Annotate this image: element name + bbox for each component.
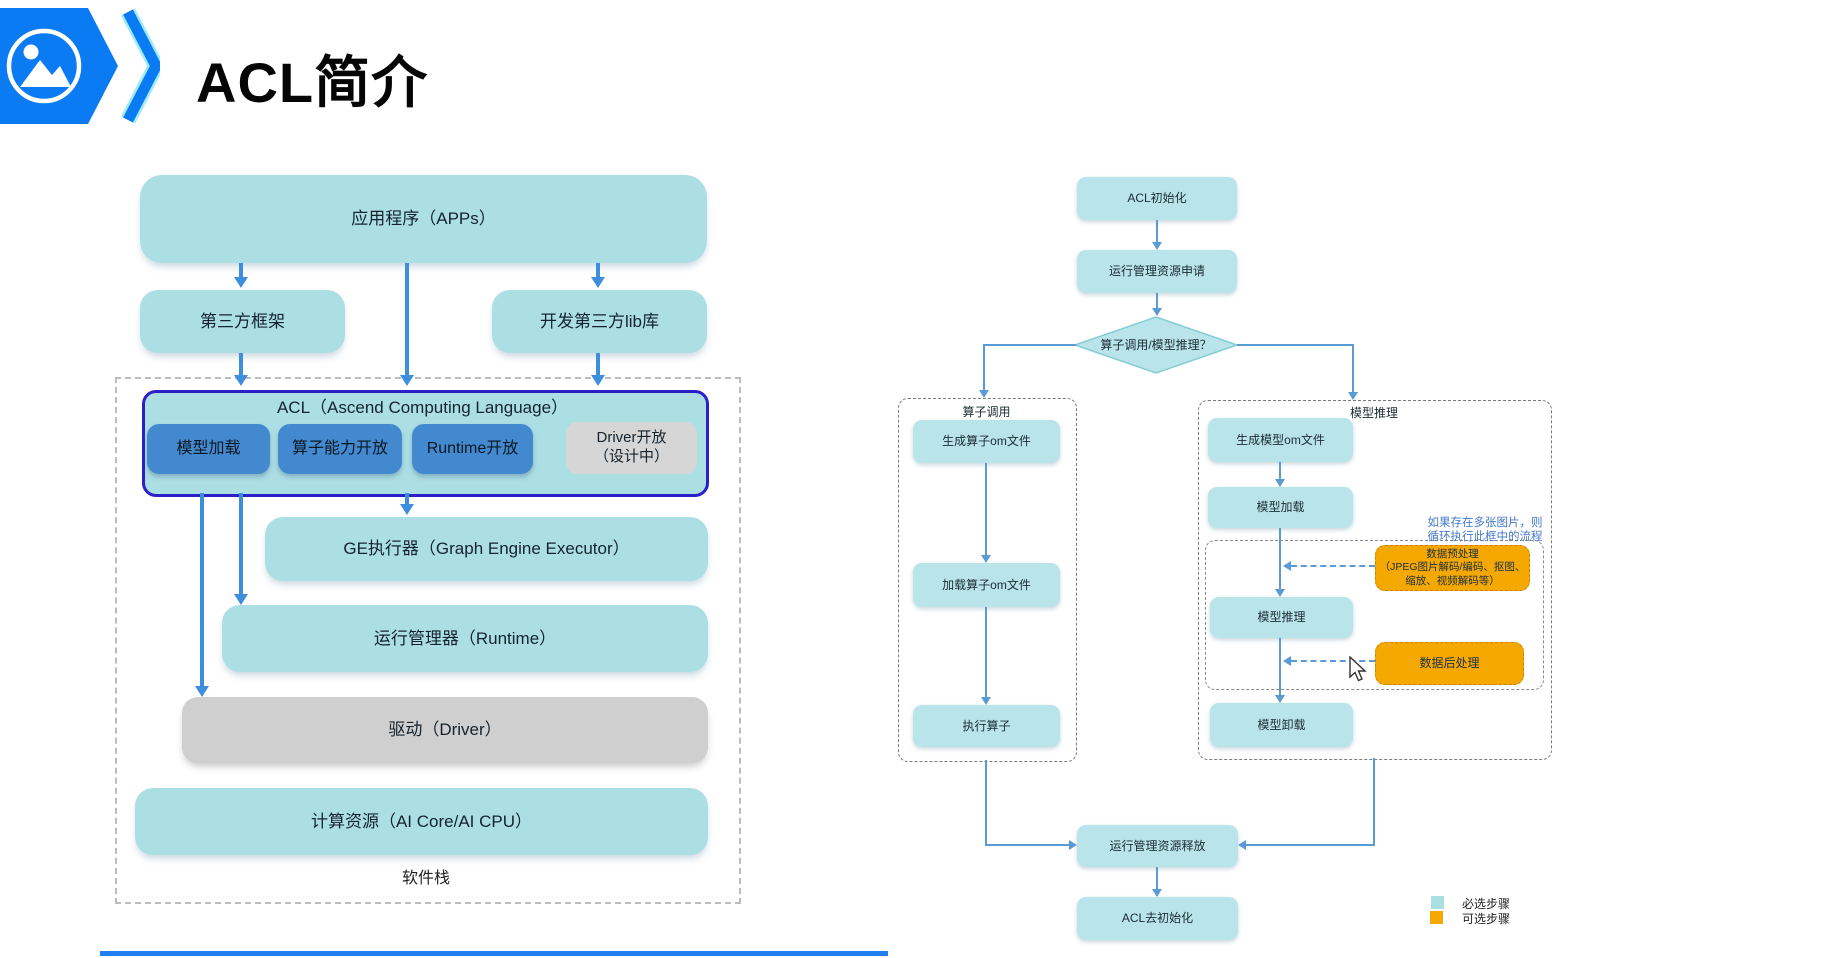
connector-decision-left-h bbox=[984, 344, 1076, 346]
acl-child-operator-open: 算子能力开放 bbox=[278, 424, 402, 474]
driver-open-line2: （设计中） bbox=[593, 448, 669, 465]
gen-op-om-box: 生成算子om文件 bbox=[913, 420, 1060, 463]
arrow-load-to-infer bbox=[1279, 528, 1281, 590]
loop-note-line2: 循环执行此框中的流程 bbox=[1427, 531, 1543, 544]
acl-child-runtime-open: Runtime开放 bbox=[412, 424, 533, 474]
resource-release-box: 运行管理资源释放 bbox=[1077, 825, 1238, 867]
loop-note-line1: 如果存在多张图片，则 bbox=[1427, 517, 1543, 529]
arrowhead bbox=[981, 555, 991, 563]
arrowhead bbox=[234, 375, 248, 386]
model-unload-box: 模型卸载 bbox=[1210, 703, 1353, 747]
dashed-arrow-preprocess bbox=[1291, 565, 1375, 567]
arrow-framework-to-acl bbox=[239, 353, 243, 376]
runtime-manager-box: 运行管理器（Runtime） bbox=[222, 605, 708, 672]
ge-executor-box: GE执行器（Graph Engine Executor） bbox=[265, 517, 708, 581]
exec-op-box: 执行算子 bbox=[913, 705, 1060, 747]
acl-child-driver-open: Driver开放 （设计中） bbox=[566, 422, 697, 474]
model-infer-box: 模型推理 bbox=[1210, 597, 1353, 638]
decision-diamond bbox=[1073, 316, 1239, 374]
operator-branch-label: 算子调用 bbox=[962, 405, 1011, 419]
data-postprocess-box: 数据后处理 bbox=[1375, 642, 1524, 685]
connector-modelbranch-bottom-h bbox=[1246, 844, 1374, 846]
arrow-apps-to-framework bbox=[239, 263, 243, 278]
arrowhead bbox=[591, 277, 605, 288]
model-branch-label: 模型推理 bbox=[1349, 406, 1398, 420]
arrowhead bbox=[1283, 656, 1291, 666]
arrow-apply-to-decision bbox=[1156, 293, 1158, 309]
compute-resource-box: 计算资源（AI Core/AI CPU） bbox=[135, 788, 708, 855]
arrowhead bbox=[400, 504, 414, 515]
arrow-init-to-apply bbox=[1156, 220, 1158, 243]
model-load-box: 模型加载 bbox=[1208, 487, 1353, 528]
acl-child-model-load: 模型加载 bbox=[147, 424, 270, 474]
connector-decision-left-v bbox=[983, 344, 985, 391]
arrow-genmodel-to-load bbox=[1279, 462, 1281, 480]
driver-box: 驱动（Driver） bbox=[182, 697, 708, 763]
connector-decision-right-v bbox=[1352, 344, 1354, 393]
arrowhead bbox=[195, 686, 209, 697]
arrow-acl-to-ge bbox=[405, 493, 409, 505]
third-party-lib-box: 开发第三方lib库 bbox=[492, 290, 707, 353]
gen-model-om-box: 生成模型om文件 bbox=[1208, 418, 1353, 462]
arrow-apps-to-lib bbox=[596, 263, 600, 278]
arrowhead bbox=[981, 697, 991, 705]
decision-label: 算子调用/模型推理？ bbox=[1100, 337, 1212, 352]
connector-opbranch-bottom-v bbox=[985, 760, 987, 846]
preprocess-detail: （JPEG图片解码/编码、抠图、缩放、视频解码等） bbox=[1379, 561, 1526, 587]
arrow-acl-to-driver bbox=[200, 493, 204, 687]
software-stack-container bbox=[115, 377, 741, 904]
legend-required-swatch bbox=[1431, 896, 1444, 909]
third-party-framework-box: 第三方框架 bbox=[140, 290, 345, 353]
arrowhead bbox=[1275, 589, 1285, 597]
arrowhead bbox=[1283, 561, 1291, 571]
preprocess-title: 数据预处理 bbox=[1426, 548, 1479, 561]
arrow-acl-to-runtime bbox=[239, 493, 243, 595]
connector-decision-right-h bbox=[1237, 344, 1354, 346]
arrowhead bbox=[400, 375, 414, 386]
software-stack-label: 软件栈 bbox=[401, 870, 450, 887]
acl-deinit-box: ACL去初始化 bbox=[1077, 897, 1238, 940]
arrow-apps-to-acl bbox=[405, 263, 409, 376]
bottom-progress-bar bbox=[100, 951, 888, 956]
mouse-cursor bbox=[1349, 656, 1367, 682]
photo-badge-icon bbox=[0, 8, 160, 124]
arrow-genop-to-loadop bbox=[985, 463, 987, 556]
legend-optional-swatch bbox=[1430, 911, 1443, 924]
legend-optional-label: 可选步骤 bbox=[1462, 912, 1511, 926]
driver-open-line1: Driver开放 bbox=[596, 429, 667, 447]
arrowhead bbox=[1238, 840, 1246, 850]
loop-note: 如果存在多张图片，则 循环执行此框中的流程 bbox=[1405, 516, 1565, 545]
page-title: ACL简介 bbox=[196, 51, 429, 114]
arrowhead bbox=[1152, 242, 1162, 250]
arrow-infer-to-unload bbox=[1279, 638, 1281, 696]
legend-required-label: 必选步骤 bbox=[1462, 897, 1511, 911]
data-preprocess-box: 数据预处理 （JPEG图片解码/编码、抠图、缩放、视频解码等） bbox=[1375, 545, 1530, 591]
loop-container bbox=[1205, 540, 1544, 690]
arrowhead bbox=[1275, 695, 1285, 703]
load-op-om-box: 加载算子om文件 bbox=[913, 563, 1060, 607]
dashed-arrow-postprocess bbox=[1291, 660, 1375, 662]
operator-branch-container bbox=[898, 398, 1077, 762]
arrowhead bbox=[1152, 889, 1162, 897]
arrowhead bbox=[1275, 479, 1285, 487]
arrow-release-to-deinit bbox=[1156, 867, 1158, 890]
arrowhead bbox=[979, 390, 989, 398]
connector-modelbranch-bottom-v bbox=[1373, 758, 1375, 846]
apps-box: 应用程序（APPs） bbox=[140, 175, 707, 263]
model-branch-container bbox=[1198, 400, 1552, 760]
connector-opbranch-bottom-h bbox=[985, 844, 1069, 846]
arrowhead bbox=[1069, 840, 1077, 850]
acl-title: ACL（Ascend Computing Language） bbox=[276, 398, 569, 418]
arrowhead bbox=[234, 594, 248, 605]
arrowhead bbox=[1348, 392, 1358, 400]
acl-init-box: ACL初始化 bbox=[1077, 177, 1237, 220]
arrowhead bbox=[1152, 308, 1162, 316]
arrowhead bbox=[591, 375, 605, 386]
arrow-lib-to-acl bbox=[596, 353, 600, 376]
arrowhead bbox=[234, 277, 248, 288]
arrow-loadop-to-execop bbox=[985, 607, 987, 698]
resource-apply-box: 运行管理资源申请 bbox=[1077, 250, 1237, 293]
